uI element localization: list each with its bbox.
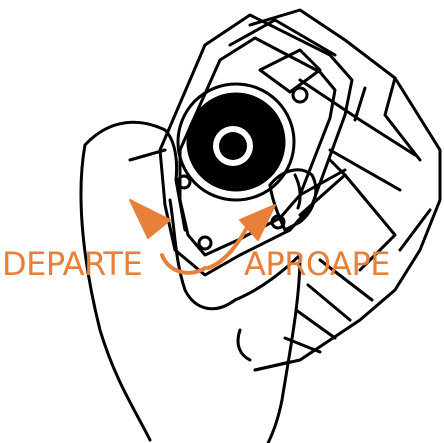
label-near: APROAPE: [244, 246, 390, 282]
label-far: DEPARTE: [2, 246, 142, 282]
camera-body: [250, 10, 440, 370]
lens: [178, 84, 294, 200]
